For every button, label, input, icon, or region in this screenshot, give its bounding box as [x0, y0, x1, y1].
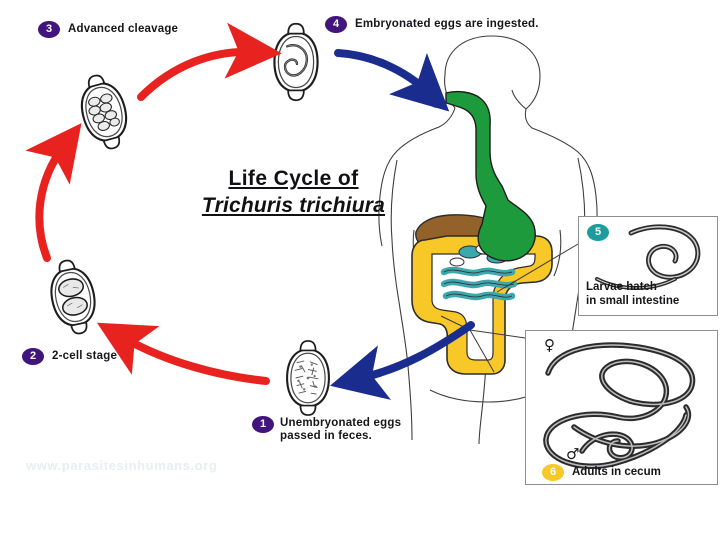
larva-illustration	[595, 224, 701, 290]
page-title: Life Cycle of Trichuris trichiura	[186, 167, 401, 218]
step-label-1-line2: passed in feces.	[280, 430, 373, 442]
arrow-egg2-to-egg3	[25, 123, 82, 262]
inset-adults-caption: Adults in cecum	[572, 466, 661, 478]
step-label-3: Advanced cleavage	[68, 23, 179, 35]
step-badge-1: 1	[252, 416, 274, 433]
step-label-2: 2-cell stage	[52, 350, 118, 362]
step-badge-6: 6	[542, 464, 564, 481]
egg-unembryonated	[286, 339, 330, 417]
female-symbol: ♀	[544, 336, 555, 354]
step-badge-2: 2	[22, 348, 44, 365]
inset-larvae-caption-line2: in small intestine	[586, 295, 680, 307]
arrow-egg4-to-mouth	[334, 49, 450, 112]
step-label-1-line1: Unembryonated eggs	[280, 417, 402, 429]
egg-embryonated	[273, 22, 319, 102]
step-badge-5: 5	[587, 224, 609, 241]
adult-worms-illustration	[543, 342, 696, 470]
title-line-2: Trichuris trichiura	[201, 194, 386, 217]
inset-larvae-caption-line1: Larvae hatch	[586, 281, 657, 293]
step-badge-3: 3	[38, 21, 60, 38]
leader-line-adults	[469, 329, 526, 339]
step-badge-4: 4	[325, 16, 347, 33]
egg-two-cell	[43, 255, 103, 339]
leader-line-larvae	[496, 243, 579, 293]
male-symbol: ♂	[566, 445, 580, 463]
arrow-cecum-to-egg1	[329, 321, 475, 400]
arrow-egg3-to-egg4	[137, 22, 282, 101]
source-watermark: www.parasitesinhumans.org	[26, 458, 218, 473]
egg-advanced-cleavage	[72, 69, 136, 155]
inset-larvae-hatch: 5 Larvae hatch in small intestine	[578, 216, 718, 316]
step-label-4: Embryonated eggs are ingested.	[355, 18, 539, 30]
leader-line-adults-2	[469, 329, 495, 373]
arrow-egg1-to-egg2	[96, 322, 270, 385]
title-line-1: Life Cycle of	[228, 167, 359, 190]
esophagus-stomach-organ	[445, 90, 536, 262]
inset-adults-cecum: ♀ ♂ 6 Adults in cecum	[525, 330, 718, 485]
